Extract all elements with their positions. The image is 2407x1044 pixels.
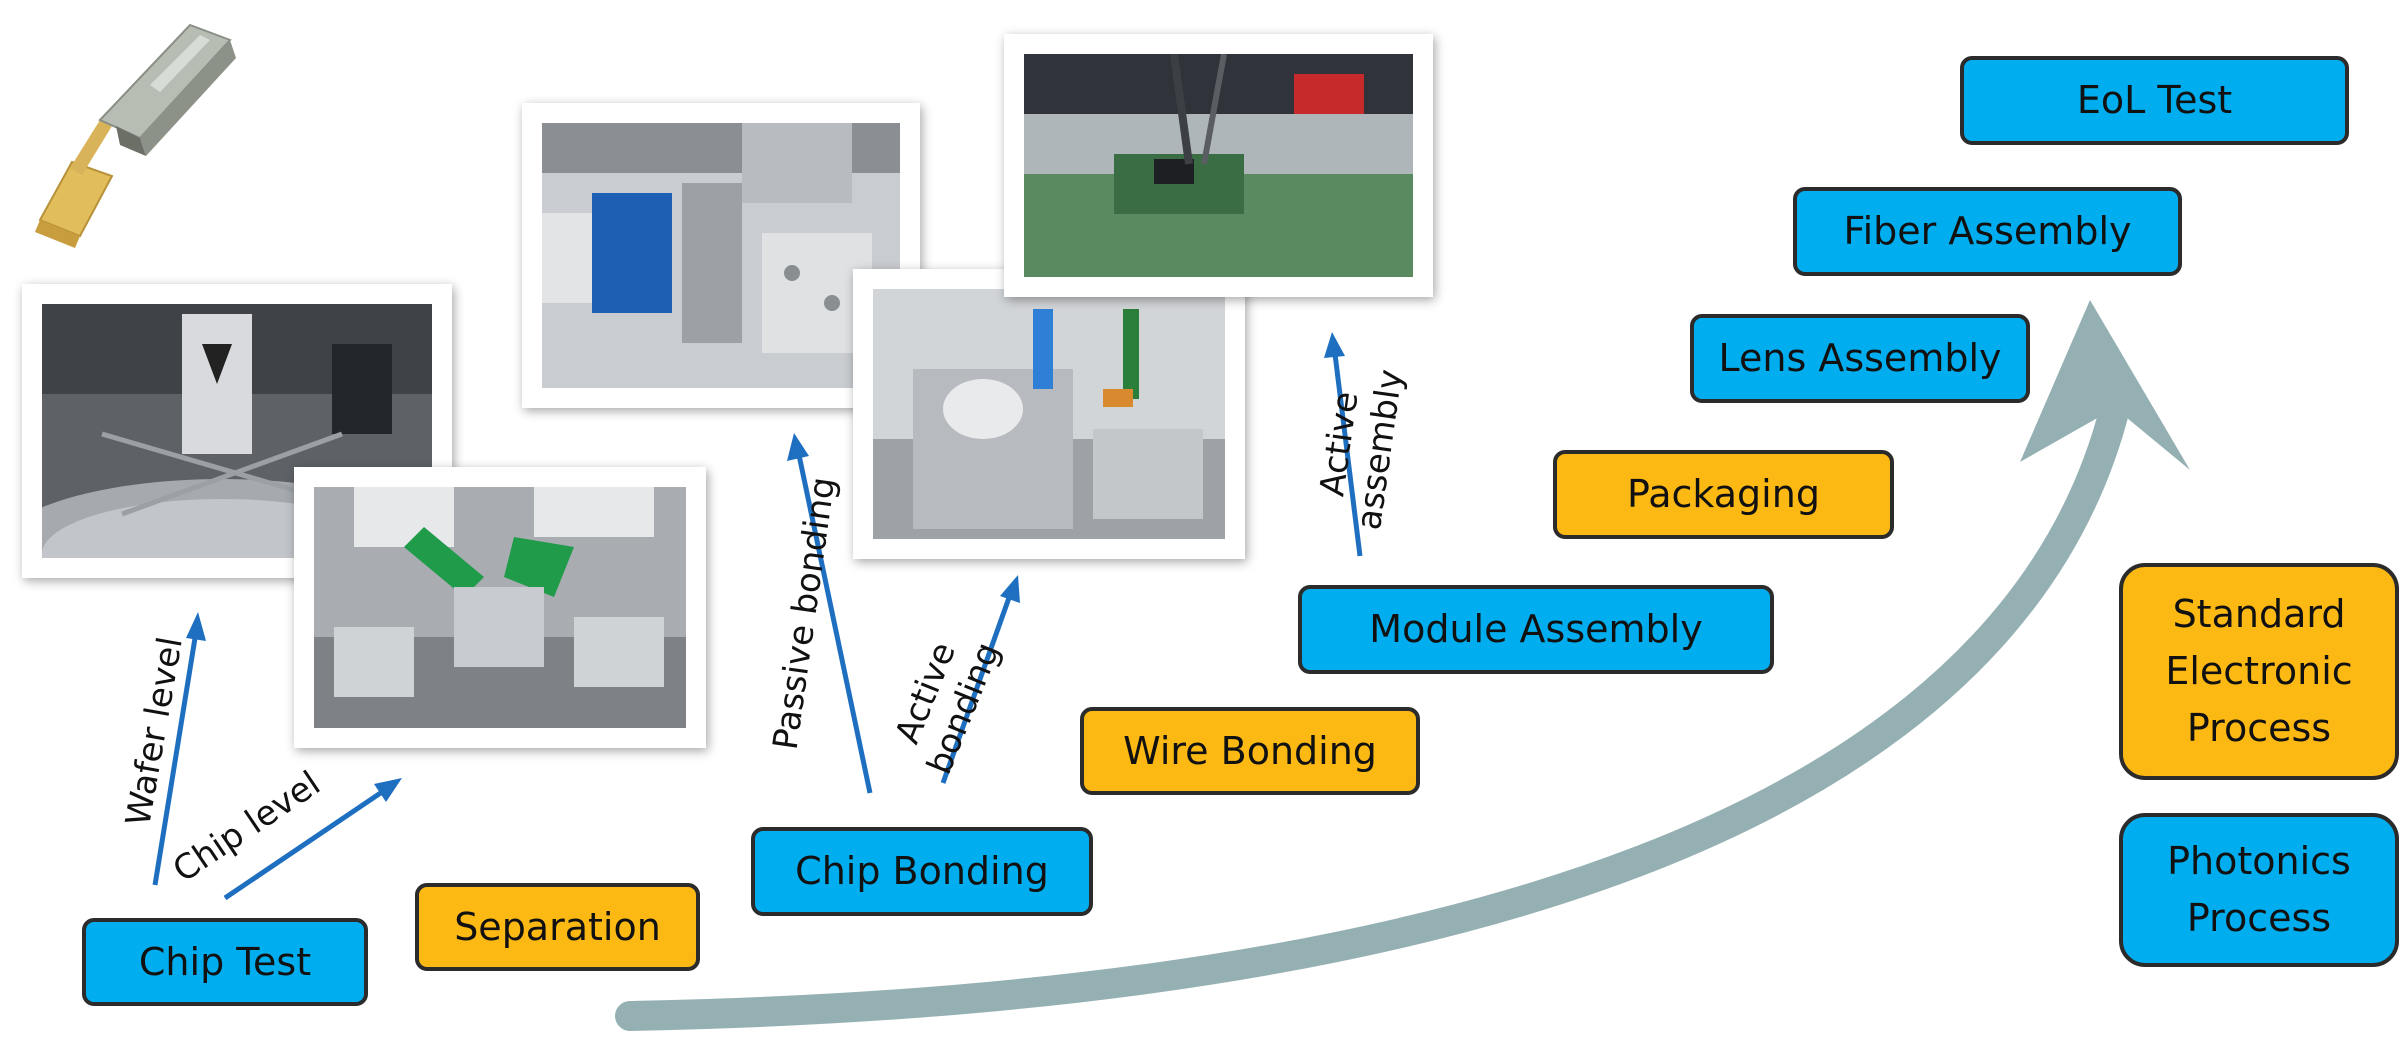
transceiver-module-image — [35, 23, 236, 248]
chip-bonding-box: Chip Bonding — [751, 827, 1093, 916]
legend-photonics-line2: Process — [2186, 896, 2332, 940]
active-bonder-image — [873, 289, 1225, 539]
active-assembly-arrow — [1332, 353, 1363, 557]
separation-box: Separation — [415, 883, 700, 971]
chip-level-arrow — [223, 787, 387, 901]
active-bonding-arrow — [940, 594, 1013, 784]
active-assembly-arrowhead — [1324, 332, 1345, 358]
chip-tester-photo — [294, 467, 706, 748]
legend-electronic-line3: Process — [2186, 706, 2332, 750]
module-assembly-photo — [1004, 34, 1433, 297]
eol-test-box: EoL Test — [1960, 56, 2349, 145]
passive-bonding-arrowhead — [787, 433, 809, 461]
wafer-level-arrow — [152, 631, 199, 886]
active-bonding-arrowhead — [1000, 575, 1020, 603]
lens-assembly-box: Lens Assembly — [1690, 314, 2030, 403]
module-assembly-box: Module Assembly — [1298, 585, 1774, 674]
legend-photonics-process: Photonics Process — [2119, 813, 2399, 967]
legend-electronic-line1: Standard — [2172, 592, 2346, 636]
fiber-assembly-box: Fiber Assembly — [1793, 187, 2182, 276]
wafer-prober-image — [42, 304, 432, 558]
legend-photonics-line1: Photonics — [2167, 839, 2351, 883]
wafer-level-arrowhead — [186, 612, 206, 641]
legend-electronic-line2: Electronic — [2165, 649, 2353, 693]
packaging-box: Packaging — [1553, 450, 1894, 539]
wire-bonding-box: Wire Bonding — [1080, 707, 1420, 795]
active-bonder-photo — [853, 269, 1245, 559]
module-assembly-image — [1024, 54, 1413, 277]
trend-arrow-head — [2020, 300, 2190, 470]
passive-bonder-photo — [522, 103, 920, 408]
passive-bonding-arrow — [796, 454, 873, 794]
legend-standard-electronic-process: Standard Electronic Process — [2119, 563, 2399, 780]
chip-test-box: Chip Test — [82, 918, 368, 1006]
chip-level-arrowhead — [374, 778, 402, 802]
passive-bonder-image — [542, 123, 900, 388]
chip-tester-image — [314, 487, 686, 728]
trend-arrow-shaft — [615, 393, 2130, 1031]
